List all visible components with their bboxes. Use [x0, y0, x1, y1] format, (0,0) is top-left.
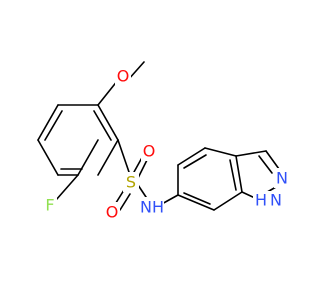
atom-indazole-n2: N: [274, 168, 290, 188]
bond: [44, 110, 63, 141]
fluorine-label: F: [45, 196, 54, 215]
bond-ring-to-sulfur: [117, 139, 131, 176]
bond: [241, 191, 256, 199]
atom-indazole-n1-h: H: [253, 191, 269, 210]
bond: [235, 150, 267, 157]
atom-sulfonyl-oxygen-top: O: [141, 141, 157, 161]
bond: [97, 139, 119, 176]
bond-sulfur-to-bottom-oxygen-b: [119, 193, 131, 211]
fluoromethoxyphenyl-ring: [37, 104, 119, 176]
bond: [235, 155, 243, 193]
bond-ring-to-methoxy-o: [97, 79, 119, 106]
indazole-n1-h-label: H: [255, 191, 267, 210]
bond: [183, 192, 211, 205]
bond-sulfur-to-top-oxygen-a: [137, 157, 149, 179]
bond: [229, 159, 237, 191]
bond-ring-to-fluorine: [55, 174, 79, 201]
indazole-n2-label: N: [276, 169, 288, 188]
atom-indazole-n1: N: [268, 191, 284, 210]
sulfonyl-oxygen-top-label: O: [143, 142, 156, 161]
methoxy-oxygen-label: O: [117, 67, 130, 86]
bond: [258, 155, 273, 174]
indazole-n1-label: N: [270, 191, 282, 210]
bond: [213, 191, 243, 211]
molecule-structure: F O O O S NH N H N: [37, 61, 290, 222]
atom-sulfur: S: [123, 172, 139, 192]
sulfur-label: S: [126, 173, 136, 192]
bond: [93, 110, 112, 141]
atom-fluorine: F: [43, 195, 57, 215]
indazole-ring-system: [177, 147, 280, 211]
bond: [183, 154, 207, 169]
bond: [265, 150, 280, 170]
sulfonyl-oxygen-bottom-label: O: [106, 203, 119, 222]
atom-methoxy-oxygen: O: [115, 66, 131, 86]
sulfonamide-nh-label: NH: [140, 198, 164, 217]
bond: [204, 147, 237, 157]
bond: [177, 194, 215, 211]
bond: [37, 104, 59, 141]
bond: [97, 104, 119, 141]
bond: [177, 147, 206, 166]
atom-sulfonamide-nh: NH: [140, 197, 164, 217]
atom-sulfonyl-oxygen-bottom: O: [104, 202, 120, 222]
bond: [37, 139, 59, 176]
